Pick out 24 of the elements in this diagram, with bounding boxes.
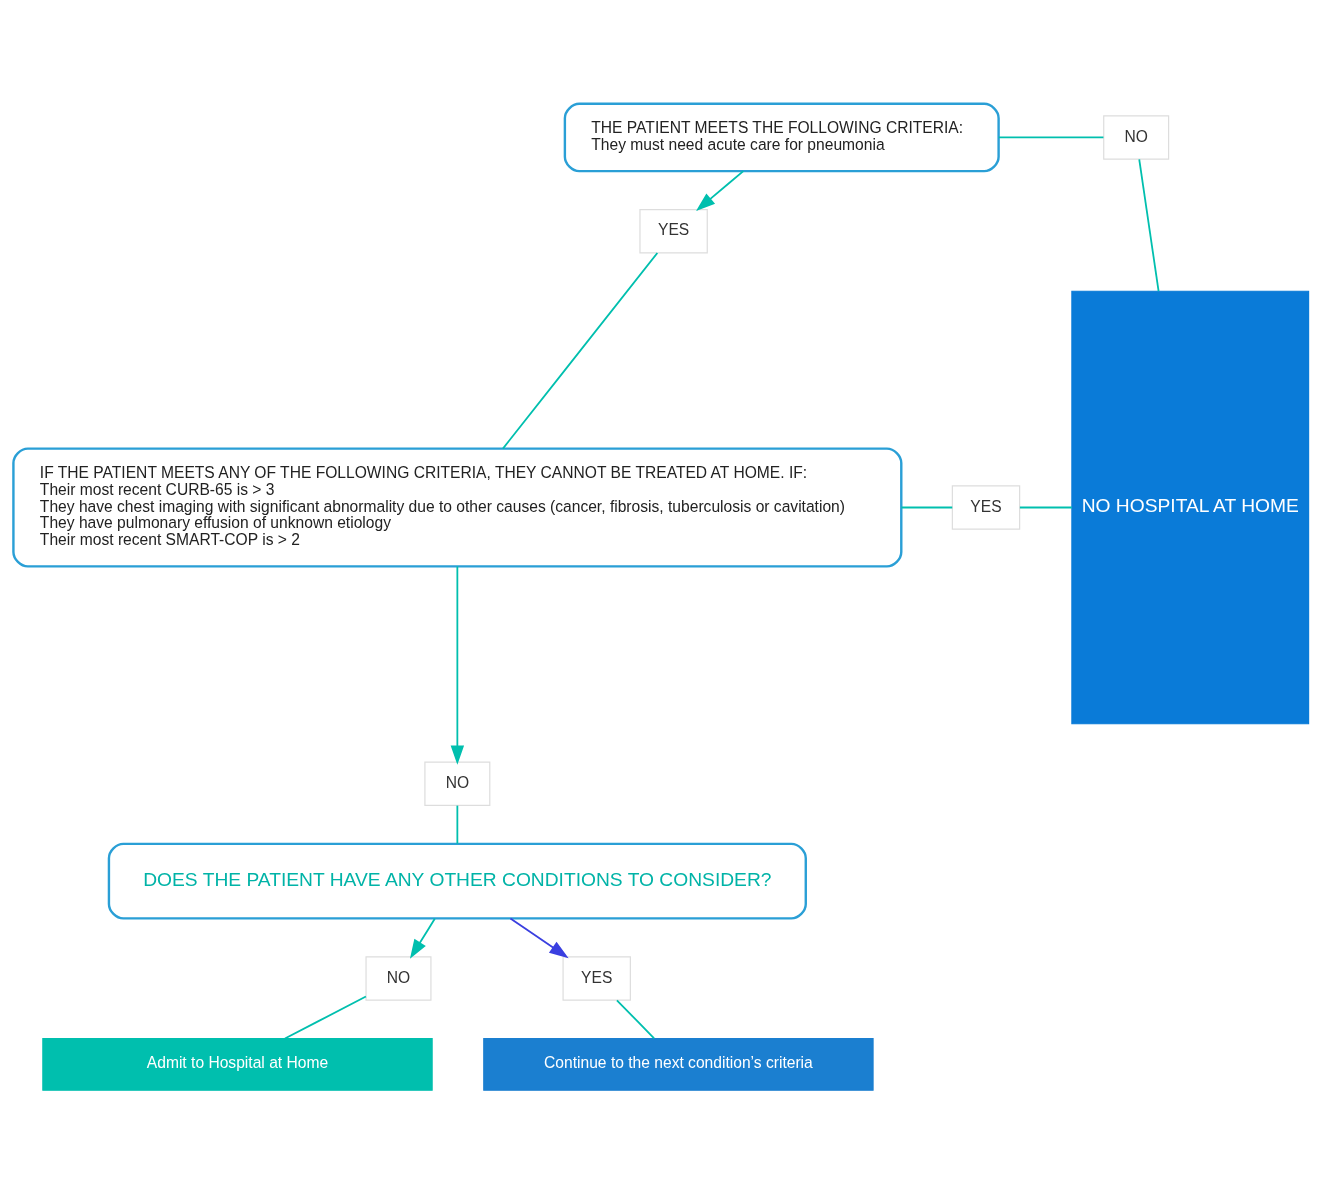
node-box: NO	[1103, 115, 1170, 160]
node-box: Continue to the next condition’s criteria	[483, 1037, 874, 1091]
connector	[616, 999, 655, 1040]
node-box: YES	[639, 208, 708, 254]
connector	[1138, 158, 1160, 292]
arrow	[509, 917, 569, 959]
node-box: NO HOSPITAL AT HOME	[1071, 290, 1310, 725]
connector	[900, 506, 954, 509]
node-box: YES	[562, 956, 631, 1001]
connector	[997, 136, 1105, 139]
node-box: IF THE PATIENT MEETS ANY OF THE FOLLOWING CRITERIA, THEY CANNOT BE TREATED AT HOME. IF: Their most recent CURB-65 is > 3 They have chest imaging with significant abnormality due to other causes (cancer, fibrosis, tuberculosis or cavitation) They have pulmonary effusion of unknown etiology Their most recent SMART-COP is > 2	[12, 447, 903, 568]
arrow	[696, 170, 745, 212]
node-box: DOES THE PATIENT HAVE ANY OTHER CONDITIONS TO CONSIDER?	[107, 842, 807, 920]
node-box: YES	[951, 485, 1021, 530]
node-box: NO	[424, 761, 491, 807]
connector	[284, 995, 367, 1040]
node-box: THE PATIENT MEETS THE FOLLOWING CRITERIA: They must need acute care for pneumonia	[563, 102, 1000, 173]
node-box: Admit to Hospital at Home	[42, 1037, 433, 1091]
node-box: NO	[365, 956, 432, 1001]
arrow	[450, 565, 465, 765]
connector	[456, 804, 459, 845]
arrow	[409, 917, 436, 959]
connector	[502, 252, 659, 450]
connector	[1019, 506, 1073, 509]
